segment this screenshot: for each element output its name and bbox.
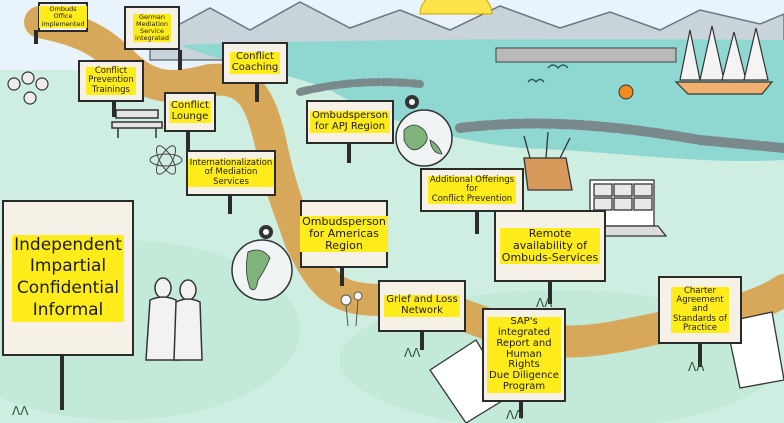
signpost — [255, 82, 259, 102]
signpost — [60, 355, 64, 410]
sign-label: German Mediation Service integrated — [133, 12, 171, 43]
bench — [111, 109, 163, 138]
sign-label: Conflict Coaching — [229, 51, 281, 74]
sign-grief-loss: Grief and Loss Network — [378, 280, 466, 332]
signpost — [519, 400, 523, 418]
sign-label: Charter Agreement and Standards of Pract… — [671, 286, 729, 333]
atom-doodle — [149, 145, 183, 175]
sign-label: Conflict Prevention Trainings — [86, 66, 136, 95]
sign-label: Ombudsperson for Americas Region — [300, 215, 388, 252]
sign-label: SAP's integrated Report and Human Rights… — [487, 316, 561, 393]
sign-additional-offerings: Additional Offerings for Conflict Preven… — [420, 168, 524, 212]
grass-tuft: ᐱᐱ — [536, 296, 553, 310]
sign-internationalization: Internationalization of Mediation Servic… — [186, 150, 276, 196]
signpost — [186, 130, 190, 152]
signpost — [178, 50, 182, 70]
sign-label: Ombuds Office implemented — [39, 5, 87, 28]
grass-tuft: ᐱᐱ — [404, 346, 421, 360]
path-branch — [163, 78, 277, 117]
globe-apj — [395, 95, 453, 167]
stone-wall — [455, 118, 784, 153]
signpost — [548, 280, 552, 304]
sign-label: Internationalization of Mediation Servic… — [187, 158, 275, 187]
sign-conflict-prevention-trainings: Conflict Prevention Trainings — [78, 60, 144, 102]
signpost — [347, 143, 351, 163]
sign-ombudsperson-apj: Ombudsperson for APJ Region — [306, 100, 394, 144]
people-couple — [145, 277, 203, 361]
signpost — [698, 343, 702, 367]
buoy — [618, 84, 634, 100]
dandelions — [340, 291, 363, 327]
sign-label: Remote availability of Ombuds-Services — [499, 227, 601, 264]
sign-label: Grief and Loss Network — [384, 294, 460, 317]
grass-tuft: ᐱᐱ — [506, 408, 523, 422]
sign-values: Independent Impartial Confidential Infor… — [2, 200, 134, 356]
grass-tuft: ᐱᐱ — [688, 360, 705, 374]
signpost — [34, 30, 38, 44]
sign-sap-report: SAP's integrated Report and Human Rights… — [482, 308, 566, 402]
toolbox — [523, 131, 573, 191]
sign-label: Additional Offerings for Conflict Preven… — [427, 175, 517, 204]
pier — [495, 47, 677, 63]
people-group-left — [7, 71, 49, 105]
sign-german-mediation: German Mediation Service integrated — [124, 6, 180, 50]
signpost — [112, 101, 116, 117]
signpost — [475, 210, 479, 234]
sign-ombudsperson-americas: Ombudsperson for Americas Region — [300, 200, 388, 268]
sun — [419, 0, 493, 15]
globe-americas — [231, 225, 293, 301]
sailboats — [674, 25, 774, 95]
sign-charter: Charter Agreement and Standards of Pract… — [658, 276, 742, 344]
birds — [527, 64, 569, 84]
sign-conflict-lounge: Conflict Lounge — [164, 92, 216, 132]
sign-ombuds-office: Ombuds Office implemented — [38, 2, 88, 32]
sign-label: Independent Impartial Confidential Infor… — [12, 234, 124, 322]
sign-label: Ombudsperson for APJ Region — [309, 110, 391, 133]
signpost — [340, 266, 344, 286]
sign-conflict-coaching: Conflict Coaching — [222, 42, 288, 84]
grass-tuft: ᐱᐱ — [12, 404, 29, 418]
signpost — [420, 330, 424, 350]
sign-remote-availability: Remote availability of Ombuds-Services — [494, 210, 606, 282]
signpost — [228, 194, 232, 214]
sign-label: Conflict Lounge — [169, 100, 211, 123]
stone-wall-2 — [296, 78, 424, 96]
